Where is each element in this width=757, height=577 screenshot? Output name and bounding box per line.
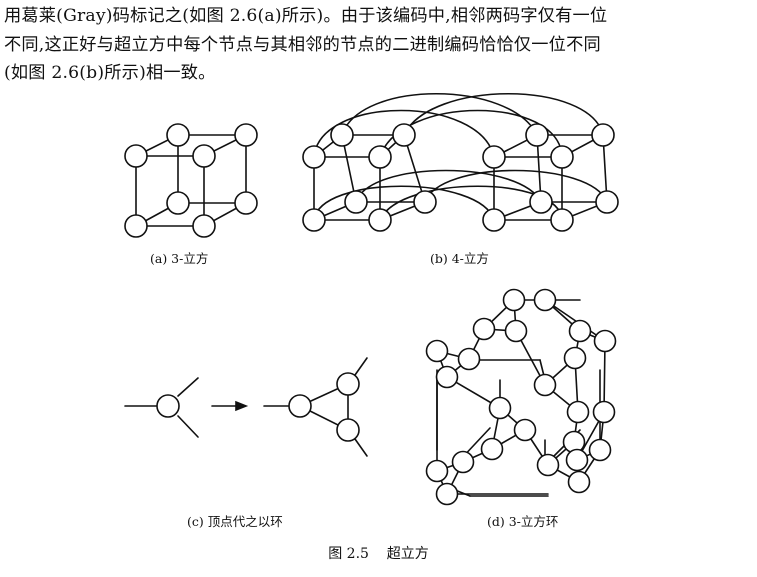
cube-3-diagram xyxy=(124,123,258,238)
vertex-to-ring-diagram xyxy=(124,357,368,457)
paragraph-line-2: 不同,这正好与超立方中每个节点与其相邻的节点的二进制编码恰恰仅一位不同 xyxy=(4,34,601,55)
caption-d: (d) 3-立方环 xyxy=(487,514,559,529)
paragraph-line-3: (如图 2.6(b)所示)相一致。 xyxy=(4,63,216,83)
paragraph-line-1: 用葛莱(Gray)码标记之(如图 2.6(a)所示)。由于该编码中,相邻两码字仅… xyxy=(4,6,608,26)
caption-a: (a) 3-立方 xyxy=(150,251,209,266)
figure-caption: 图 2.5 超立方 xyxy=(328,546,429,562)
body-paragraph: 用葛莱(Gray)码标记之(如图 2.6(a)所示)。由于该编码中,相邻两码字仅… xyxy=(4,2,754,88)
caption-b: (b) 4-立方 xyxy=(430,251,489,266)
cube-4-diagram xyxy=(302,93,619,232)
cube-connected-cycles-diagram xyxy=(425,288,617,506)
caption-c: (c) 顶点代之以环 xyxy=(187,514,283,529)
